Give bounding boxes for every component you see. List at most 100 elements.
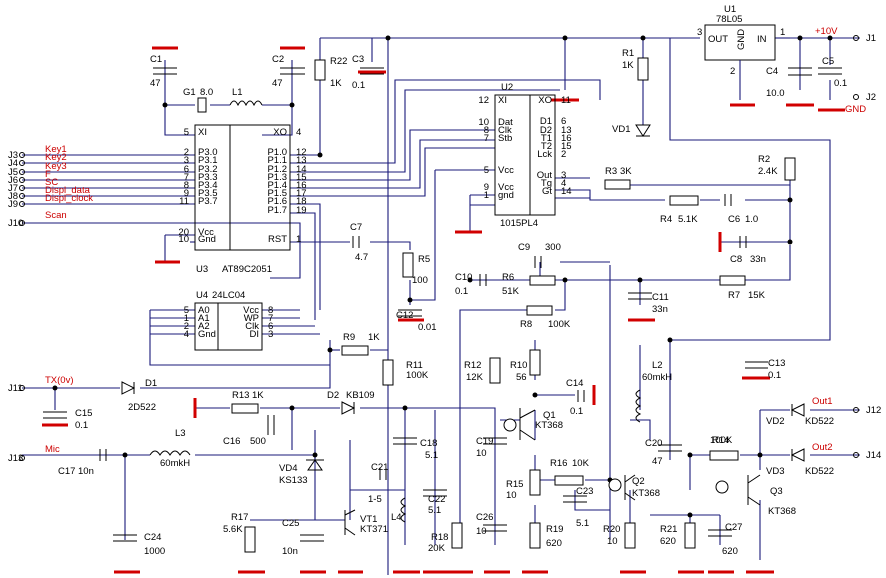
part-value: 10 [607, 536, 618, 547]
u2-right-pin-num: 11 [561, 95, 571, 106]
part-ref: C27 [725, 522, 742, 533]
connector-label: Scan [45, 210, 67, 221]
part-value: 5.1 [425, 450, 438, 461]
part-ref: R9 [343, 332, 355, 343]
part-value: 0.1 [455, 286, 468, 297]
u2-chip: U2 1015PL4 [494, 82, 556, 229]
part-value: 12K [466, 372, 484, 383]
part-ref: C19 [476, 436, 493, 447]
u4-chip: U4 24LC04 [194, 290, 263, 351]
part-value: 47 [272, 78, 283, 89]
u1-pin3: 3 [697, 27, 702, 38]
part-ref: R17 [231, 512, 248, 523]
part-value: 10.0 [766, 88, 785, 99]
u3-left-pin-name: P3.3 [198, 172, 218, 183]
u4-left-pin-num: 1 [184, 313, 189, 324]
part-value: 8.0 [200, 87, 213, 98]
connector-label: Displ_data [45, 185, 91, 196]
u2-right-pin-name: Out [537, 170, 553, 181]
connector-ref: J6 [8, 175, 18, 186]
part-value: 5.1 [576, 518, 589, 529]
part-ref: C2 [272, 54, 284, 65]
u4-right-pin-name: DI [250, 329, 260, 340]
u3-right-pin-name: P1.3 [267, 172, 287, 183]
u3-left-pin-num: 2 [184, 147, 189, 158]
part-ref: D2 [327, 390, 339, 401]
part-ref: Q2 [632, 476, 645, 487]
u2-left-pin-num: 9 [484, 182, 489, 193]
u2-right-pin-name: D1 [540, 116, 552, 127]
u2-name: 1015PL4 [500, 218, 538, 229]
u3-right-pin-name: XO [273, 127, 287, 138]
connector-terminal [19, 385, 25, 391]
u3-ref: U3 [196, 264, 208, 275]
part-value: 100K [710, 435, 733, 446]
u1-in: IN [757, 34, 767, 45]
u4-right-pin-num: 7 [268, 313, 273, 324]
connector-label: +10V [815, 26, 838, 37]
connector-label: Out2 [812, 442, 833, 453]
u2-left-pin-name: gnd [498, 190, 514, 201]
u4-left-pin-num: 4 [184, 329, 189, 340]
part-ref: C21 [371, 462, 388, 473]
part-ref: C12 [396, 310, 413, 321]
part-ref: R4 [660, 214, 672, 225]
ground-symbols [42, 46, 845, 574]
part-value: 51K [502, 286, 520, 297]
part-ref: R3 [605, 166, 617, 177]
u3-left-pin-name: Vcc [198, 227, 214, 238]
part-value: 0.1 [834, 78, 847, 89]
connector-label: GND [845, 104, 866, 115]
u3-right-pin-name: P1.2 [267, 164, 287, 175]
u4-right-pin-name: WP [244, 313, 259, 324]
part-value: 33n [750, 254, 766, 265]
component-bodies [43, 57, 842, 553]
u3-right-pin-name: P1.0 [267, 147, 287, 158]
part-ref: L1 [232, 87, 243, 98]
part-ref: R15 [506, 479, 523, 490]
connector-ref: J9 [8, 199, 18, 210]
connector-terminal [19, 185, 25, 191]
u1-gnd: GND [736, 29, 747, 50]
u2-right-pin-name: Lck [537, 149, 552, 160]
part-ref: C16 [223, 436, 240, 447]
u3-chip: U3 AT89C2051 [194, 124, 291, 275]
part-ref: L4 [391, 512, 402, 523]
u3-left-pin-name: Gnd [198, 234, 216, 245]
u3-right-pin-num: 16 [296, 180, 307, 191]
u4-name: 24LC04 [212, 290, 245, 301]
part-ref: VD4 [279, 463, 297, 474]
part-value: 5.6K [223, 524, 243, 535]
part-ref: C11 [652, 292, 669, 303]
u4-left-pin-num: 2 [184, 321, 189, 332]
connector-label: Key2 [45, 152, 67, 163]
part-ref: R19 [546, 524, 563, 535]
u3-right-pin-num: 19 [296, 205, 307, 216]
connector-label: Displ_clock [45, 193, 93, 204]
u3-right-pin-name: P1.4 [267, 180, 287, 191]
part-ref: C15 [75, 408, 92, 419]
u4-left-pin-name: A2 [198, 321, 210, 332]
part-value: 15K [748, 290, 766, 301]
part-ref: D1 [145, 378, 157, 389]
u3-right-pin-num: 1 [296, 234, 301, 245]
part-value: 0.1 [768, 370, 781, 381]
u3-right-pin-num: 4 [296, 127, 301, 138]
u2-left-pin-num: 8 [484, 125, 489, 136]
part-value: 100K [548, 319, 571, 330]
part-ref: G1 [183, 87, 196, 98]
part-value: KD522 [805, 416, 834, 427]
u2-left-pin-num: 12 [478, 95, 489, 106]
connector-ref: J10 [8, 218, 23, 229]
part-value: 60mkH [642, 372, 672, 383]
u2-right-pin-num: 15 [561, 141, 572, 152]
u2-right-pin-name: T2 [541, 141, 552, 152]
connector-ref: J14 [866, 450, 881, 461]
u1-out: OUT [708, 34, 728, 45]
connector-terminal [19, 177, 25, 183]
u2-right-pin-name: XO [538, 95, 552, 106]
part-ref: C23 [576, 486, 593, 497]
part-ref: VD2 [766, 416, 784, 427]
part-ref: C14 [566, 378, 583, 389]
